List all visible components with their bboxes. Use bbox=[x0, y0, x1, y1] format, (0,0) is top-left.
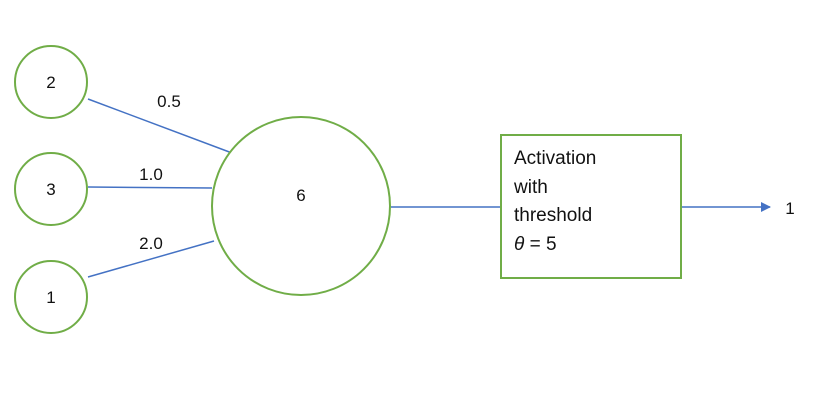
activation-threshold: θ = 5 bbox=[514, 234, 557, 255]
input-node-2-value: 3 bbox=[46, 180, 55, 199]
input-node-3 bbox=[14, 260, 88, 334]
edge-input-3 bbox=[87, 240, 215, 278]
threshold-value: = 5 bbox=[524, 234, 556, 255]
input-node-1 bbox=[14, 45, 88, 119]
sum-node bbox=[211, 116, 391, 296]
weight-label-1: 0.5 bbox=[157, 92, 181, 111]
weight-label-2: 1.0 bbox=[139, 165, 163, 184]
activation-line-2: with bbox=[513, 177, 548, 198]
activation-box bbox=[500, 134, 682, 279]
weight-label-3: 2.0 bbox=[139, 234, 163, 253]
input-node-1-value: 2 bbox=[46, 73, 55, 92]
activation-line-3: threshold bbox=[514, 205, 592, 226]
output-value: 1 bbox=[785, 199, 794, 218]
theta-symbol: θ bbox=[514, 234, 525, 255]
edge-input-2 bbox=[87, 186, 213, 189]
input-node-3-value: 1 bbox=[46, 288, 55, 307]
sum-node-value: 6 bbox=[296, 186, 305, 205]
input-node-2 bbox=[14, 152, 88, 226]
activation-line-1: Activation bbox=[514, 148, 596, 169]
edge-input-1 bbox=[87, 98, 233, 154]
